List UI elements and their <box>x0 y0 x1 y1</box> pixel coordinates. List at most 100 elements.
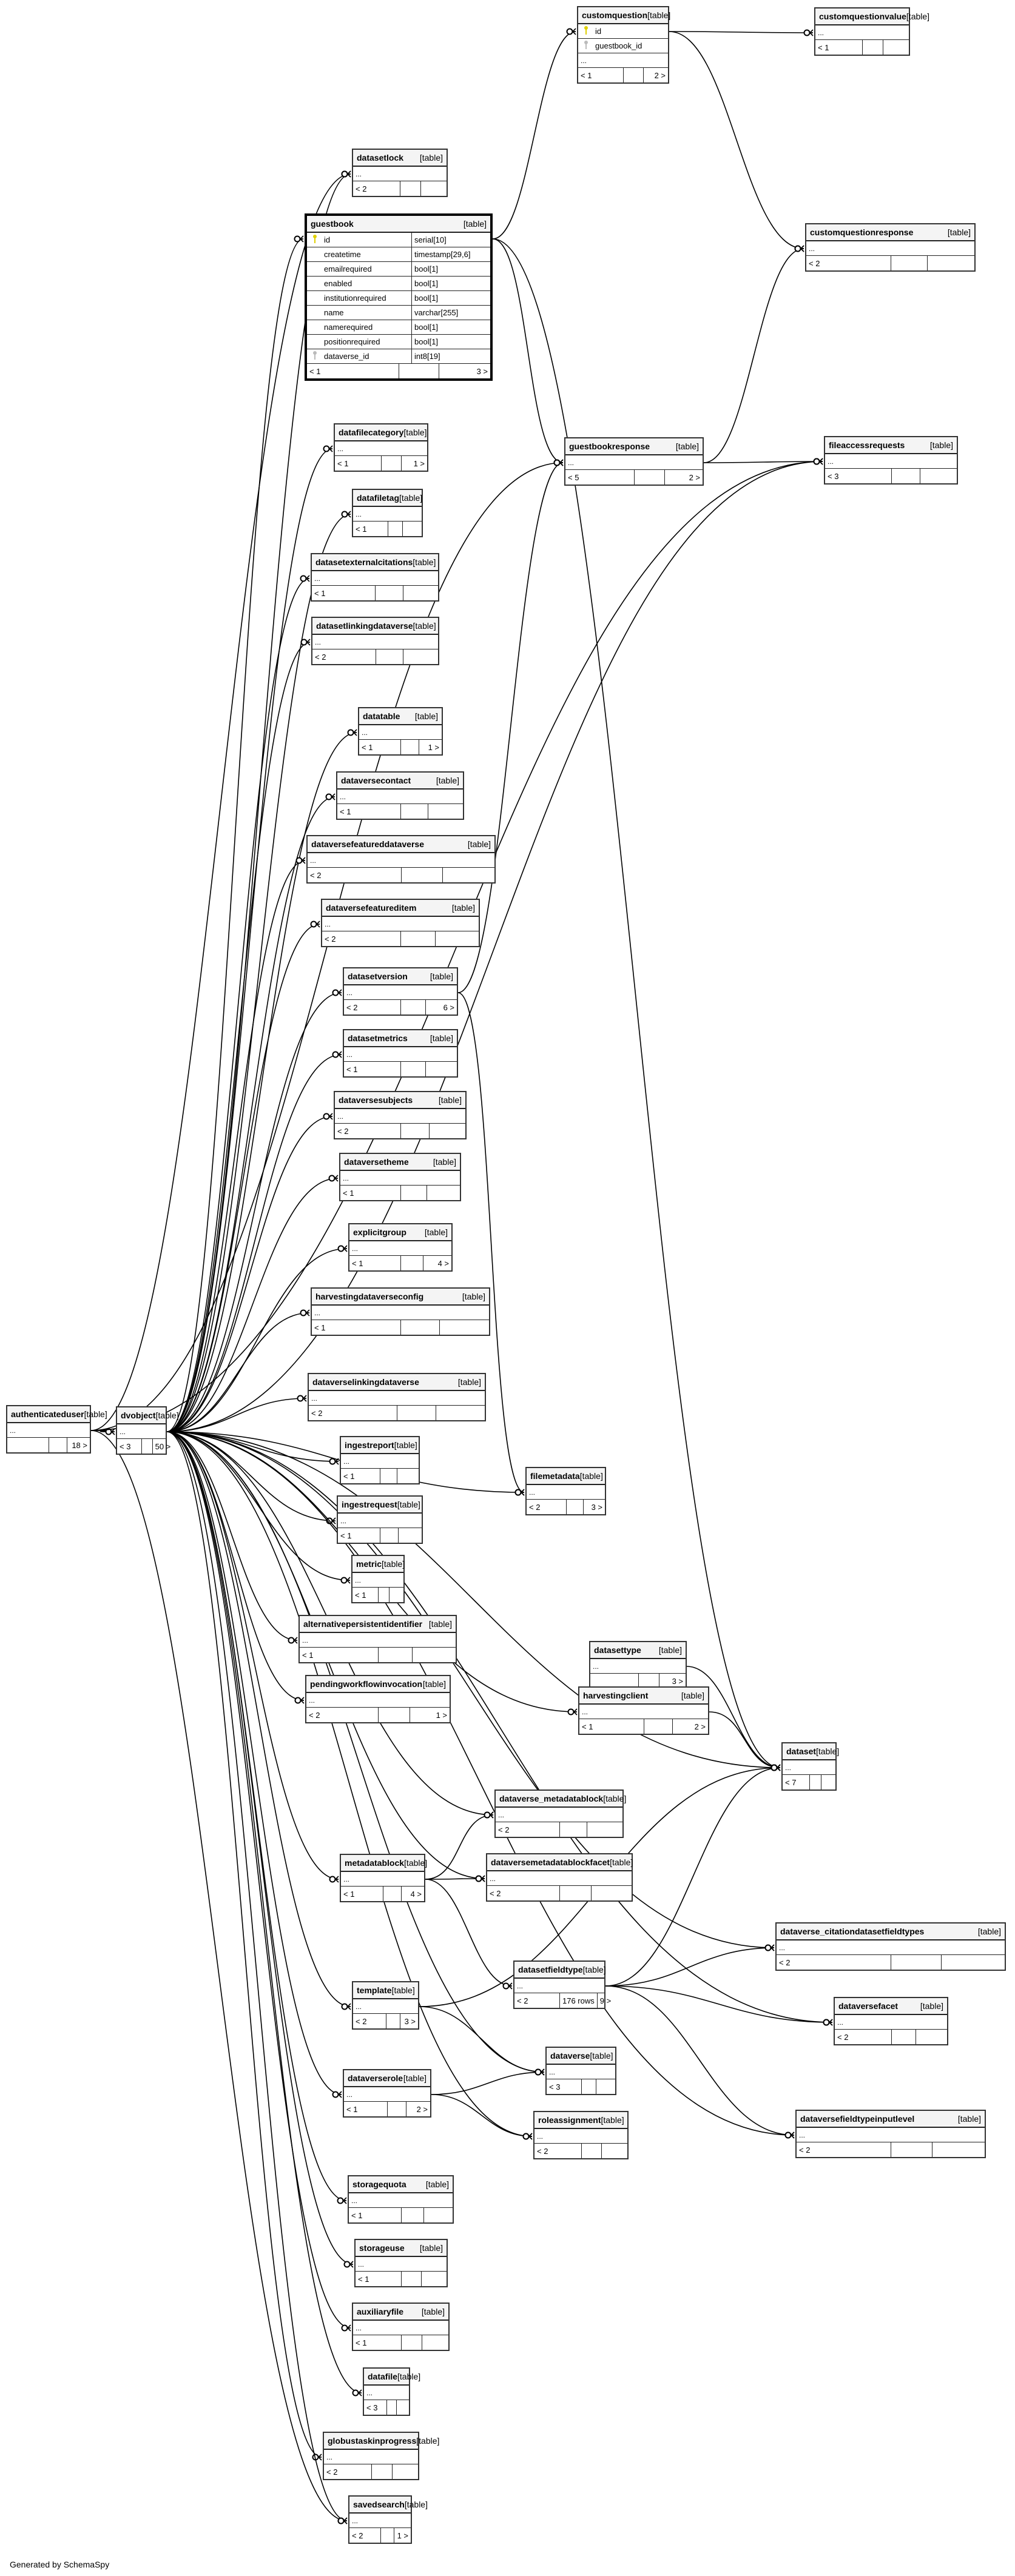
children-count[interactable]: 50 > <box>152 1439 174 1454</box>
table-name[interactable]: dataversetheme <box>344 1157 409 1167</box>
parents-count[interactable]: < 2 <box>799 2145 811 2155</box>
parents-count[interactable]: < 1 <box>302 1650 314 1660</box>
table-name[interactable]: template <box>357 1985 392 1995</box>
parents-count[interactable]: < 2 <box>325 934 336 944</box>
parents-count[interactable]: < 1 <box>358 2274 369 2284</box>
children-count[interactable]: 3 > <box>659 1674 686 1688</box>
table-dataset[interactable]: dataset[table]...< 7 <box>781 1742 839 1791</box>
table-name[interactable]: authenticateduser <box>11 1409 84 1419</box>
table-datafiletag[interactable]: datafiletag[table]...< 1 <box>352 489 423 537</box>
table-name[interactable]: storagequota <box>352 2179 406 2189</box>
parents-count[interactable]: < 3 <box>120 1441 131 1451</box>
table-name[interactable]: guestbookresponse <box>569 441 650 451</box>
parents-count[interactable]: < 2 <box>326 2467 338 2477</box>
table-datasetmetrics[interactable]: datasetmetrics[table]...< 1 <box>343 1029 458 1078</box>
table-name[interactable]: datafilecategory <box>339 428 404 437</box>
table-name[interactable]: savedsearch <box>353 2500 405 2509</box>
table-name[interactable]: dataverse_citationdatasetfieldtypes <box>780 1927 925 1936</box>
table-name[interactable]: dataversecontact <box>341 776 411 785</box>
table-name[interactable]: ingestrequest <box>342 1500 397 1509</box>
parents-count[interactable]: < 2 <box>310 870 322 880</box>
children-count[interactable] <box>596 2079 615 2094</box>
table-name[interactable]: dataversemetadatablockfacet <box>491 1857 610 1867</box>
table-alternativepersistentidentifier[interactable]: alternativepersistentidentifier[table]..… <box>298 1615 457 1663</box>
parents-count[interactable]: < 2 <box>517 1996 528 2005</box>
table-dataversetheme[interactable]: dataversetheme[table]...< 1 <box>339 1153 461 1201</box>
table-name[interactable]: globustaskinprogress <box>328 2436 417 2446</box>
children-count[interactable]: 3 > <box>439 364 490 378</box>
parents-count[interactable]: < 2 <box>809 258 820 268</box>
table-datasetlock[interactable]: datasetlock[table]...< 2 <box>352 149 448 197</box>
table-name[interactable]: datasetfieldtype <box>518 1965 583 1974</box>
children-count[interactable]: 2 > <box>406 2102 430 2116</box>
table-name[interactable]: datatable <box>363 711 400 721</box>
table-name[interactable]: datasetversion <box>348 971 408 981</box>
parents-count[interactable]: < 1 <box>314 1323 326 1332</box>
children-count[interactable] <box>820 1775 835 1789</box>
children-count[interactable] <box>882 40 909 55</box>
children-count[interactable]: 4 > <box>400 1887 424 1901</box>
parents-count[interactable]: < 1 <box>352 1258 363 1268</box>
parents-count[interactable]: < 2 <box>311 1408 323 1418</box>
children-count[interactable]: 1 > <box>418 740 442 754</box>
parents-count[interactable]: < 2 <box>346 1002 358 1012</box>
table-dataversemetadatablockfacet[interactable]: dataversemetadatablockfacet[table]...< 2 <box>486 1853 633 1902</box>
children-count[interactable]: 6 > <box>425 1000 457 1015</box>
children-count[interactable] <box>412 1648 456 1662</box>
parents-count[interactable]: < 2 <box>356 184 367 193</box>
parents-count[interactable]: < 1 <box>343 1471 355 1481</box>
parents-count[interactable]: < 2 <box>337 1126 349 1136</box>
table-auxiliaryfile[interactable]: auxiliaryfile[table]...< 1 <box>352 2303 450 2351</box>
table-name[interactable]: explicitgroup <box>353 1227 406 1237</box>
table-dataversefeatureddataverse[interactable]: dataversefeatureddataverse[table]...< 2 <box>306 835 496 884</box>
parents-count[interactable]: < 1 <box>582 1722 593 1731</box>
children-count[interactable]: 18 > <box>66 1438 90 1452</box>
table-name[interactable]: customquestion <box>582 10 648 20</box>
table-name[interactable]: harvestingdataverseconfig <box>315 1292 424 1301</box>
table-dataverse[interactable]: dataverse[table]...< 3 <box>545 2047 616 2095</box>
children-count[interactable] <box>439 1320 489 1335</box>
table-datasetlinkingdataverse[interactable]: datasetlinkingdataverse[table]...< 2 <box>311 617 439 665</box>
table-name[interactable]: dataset <box>786 1746 817 1756</box>
table-name[interactable]: dataverse_metadatablock <box>499 1794 604 1803</box>
table-name[interactable]: dataverselinkingdataverse <box>312 1377 419 1387</box>
table-name[interactable]: datasetlinkingdataverse <box>316 621 413 631</box>
table-name[interactable]: fileaccessrequests <box>829 440 905 450</box>
parents-count[interactable]: < 2 <box>315 652 326 662</box>
parents-count[interactable]: < 2 <box>490 1888 501 1898</box>
children-count[interactable] <box>389 1588 403 1602</box>
table-dataverse-metadatablock[interactable]: dataverse_metadatablock[table]...< 2 <box>494 1789 626 1838</box>
table-name[interactable]: dataversefieldtypeinputlevel <box>800 2114 915 2124</box>
parents-count[interactable]: < 1 <box>818 42 829 52</box>
children-count[interactable] <box>402 522 422 536</box>
parents-count[interactable]: < 1 <box>356 524 367 534</box>
parents-count[interactable]: < 1 <box>343 1889 355 1899</box>
table-storageuse[interactable]: storageuse[table]...< 1 <box>354 2239 448 2287</box>
children-count[interactable] <box>940 1955 1005 1970</box>
table-dataversecontact[interactable]: dataversecontact[table]...< 1 <box>336 771 464 820</box>
table-name[interactable]: datasetlock <box>357 153 404 163</box>
table-name[interactable]: storageuse <box>359 2243 405 2253</box>
parents-count[interactable]: < 1 <box>314 588 326 598</box>
table-authenticateduser[interactable]: authenticateduser[table]...18 > <box>6 1405 107 1454</box>
table-ingestreport[interactable]: ingestreport[table]...< 1 <box>340 1436 420 1484</box>
parents-count[interactable]: < 7 <box>785 1777 797 1787</box>
children-count[interactable]: 1 > <box>401 456 427 471</box>
parents-count[interactable]: < 1 <box>346 2104 358 2114</box>
table-name[interactable]: dataversesubjects <box>339 1095 413 1105</box>
table-name[interactable]: datasetmetrics <box>348 1033 408 1043</box>
children-count[interactable] <box>428 804 463 819</box>
children-count[interactable] <box>587 1822 622 1837</box>
table-metric[interactable]: metric[table]...< 1 <box>351 1555 405 1603</box>
